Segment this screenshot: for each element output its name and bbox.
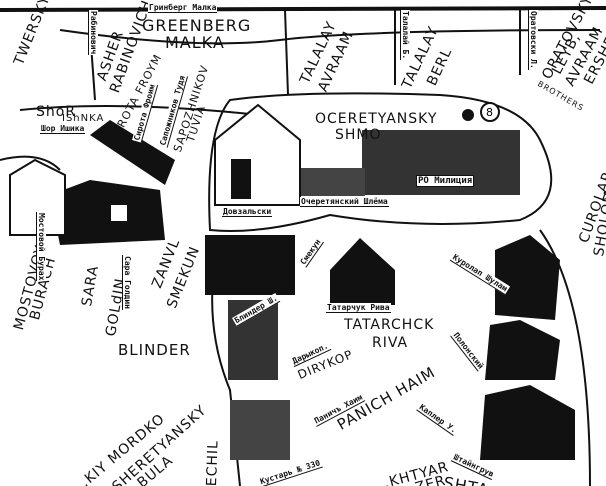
building <box>480 385 575 460</box>
label-ishnka: IShNKA <box>62 113 105 124</box>
label-malka: MALKA <box>165 33 225 52</box>
window <box>109 203 129 223</box>
road-line <box>59 29 601 45</box>
printed-goldin: Сара Голдин <box>122 255 132 310</box>
label-blinder: BLINDER <box>118 341 191 359</box>
district-outline <box>539 229 591 486</box>
number-marker-label: 8 <box>486 106 493 119</box>
building <box>9 158 66 236</box>
building <box>90 120 175 185</box>
label-riva: RIVA <box>372 335 409 351</box>
road-line <box>19 105 261 116</box>
printed-mostovoy: Мостовой Бурах <box>36 212 46 282</box>
label-oceretyansky: OCERETYANSKY <box>315 111 438 127</box>
label-greenberg: GREENBERG <box>142 16 252 35</box>
printed-greenberg: Гринберг Малка <box>148 3 218 13</box>
printed-militsiya: РО Милиция <box>416 175 475 187</box>
building <box>214 103 301 206</box>
building <box>50 180 165 245</box>
printed-oratovskie: Оратовски Л. <box>528 10 538 70</box>
printed-rabinovich: Рабинович <box>88 10 98 56</box>
building <box>230 400 290 460</box>
window <box>231 159 251 199</box>
building <box>205 235 295 295</box>
district-outline <box>208 92 553 232</box>
label-tatarchck: TATARCHCK <box>344 317 435 333</box>
printed-talalay: Талалай Б. <box>400 10 410 61</box>
building <box>485 320 560 380</box>
building <box>495 235 560 320</box>
printed-ocheretyanskiy: Очеретянский Шлёма <box>300 197 389 207</box>
label-shor: ShoR <box>36 104 77 120</box>
label-echil: ECHIL <box>204 439 222 486</box>
road-line <box>0 6 606 12</box>
building <box>300 168 365 196</box>
label-shmo: SHMO <box>335 127 382 143</box>
printed-shor: Шор Ишика <box>40 124 86 134</box>
building <box>330 238 395 305</box>
printed-dovzalski: Довзальски <box>222 207 273 217</box>
printed-tatarchuk: Татарчук Рива <box>326 303 391 313</box>
number-marker <box>480 102 500 122</box>
road-line <box>89 9 521 101</box>
dark-spot <box>462 109 474 121</box>
road-line <box>0 155 61 171</box>
